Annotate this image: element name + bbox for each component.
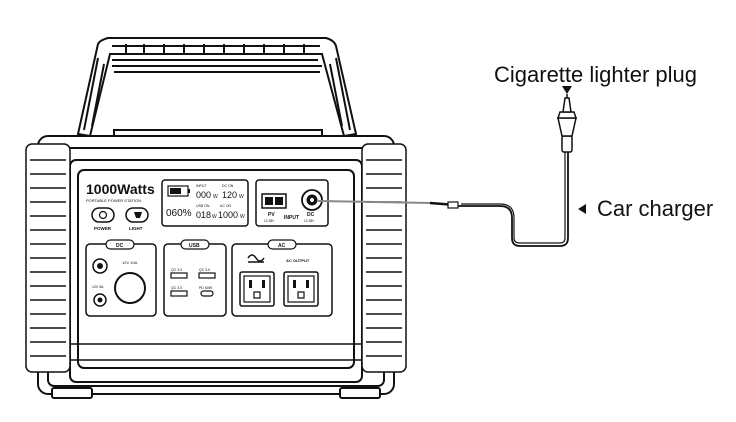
usb-qc2-label: QC 3.0	[199, 268, 210, 272]
usb-on-label: USB ON	[196, 204, 210, 208]
usb-c-port[interactable]	[200, 290, 214, 297]
brand-subtitle: PORTABLE POWER STATION	[86, 198, 141, 203]
dc-section: DC 12V 5A 12V 10A	[85, 239, 157, 317]
pv-label: PV	[268, 212, 275, 218]
car-charger-label: Car charger	[597, 196, 714, 221]
pv-sub: 12-28V	[264, 219, 275, 223]
usb-a-port-1[interactable]	[170, 272, 188, 279]
light-button[interactable]	[125, 207, 149, 223]
usb-section: USB QC 3.0 QC 3.0 QC 3.0 PD 60W	[163, 239, 227, 317]
left-ribs	[25, 143, 71, 373]
light-label: LIGHT	[129, 226, 143, 231]
bulb-icon	[134, 212, 142, 218]
dc-on-label: DC ON	[222, 184, 234, 188]
dc-small-port-label: 12V 5A	[92, 285, 104, 289]
usb-section-label: USB	[189, 243, 200, 249]
usb-on-value: 018	[196, 210, 211, 220]
input-value: 000	[196, 190, 211, 200]
cigarette-lighter-plug	[556, 94, 578, 153]
usb-qc3-label: QC 3.0	[171, 286, 182, 290]
charger-pointer-arrow	[578, 204, 586, 214]
ac-output-label: AC OUTPUT	[286, 258, 310, 263]
feet	[51, 387, 381, 399]
input-unit: W	[213, 194, 218, 200]
ac-section-label: AC	[278, 243, 286, 249]
dc-input-label: DC	[307, 212, 315, 218]
dc-on-value: 120	[222, 190, 237, 200]
ac-outlet-2[interactable]	[283, 271, 319, 307]
dc-5521-port-bottom[interactable]	[93, 293, 107, 307]
power-label: POWER	[94, 226, 112, 231]
ac-outlet-1[interactable]	[239, 271, 275, 307]
power-icon	[98, 210, 108, 220]
usb-pd-label: PD 60W	[199, 286, 213, 290]
car-socket-port[interactable]	[114, 272, 146, 304]
plug-pointer-arrow	[562, 86, 572, 94]
ac-on-unit: W	[240, 214, 245, 220]
ac-on-label: AC ON	[220, 204, 232, 208]
battery-percent: 060%	[166, 208, 192, 219]
ac-on-value: 1000	[218, 210, 238, 220]
dc-section-label: DC	[116, 243, 124, 249]
lcd-display: 060% INPUT 000 W DC ON 120 W USB ON 018 …	[161, 179, 249, 227]
power-button[interactable]	[91, 207, 115, 223]
usb-qc1-label: QC 3.0	[171, 268, 182, 272]
pv-input-port[interactable]	[261, 193, 287, 209]
input-panel-label: INPUT	[284, 215, 299, 221]
usb-a-port-2[interactable]	[198, 272, 216, 279]
right-ribs	[361, 143, 407, 373]
input-label: INPUT	[196, 184, 207, 188]
usb-a-port-3[interactable]	[170, 290, 188, 297]
car-port-label: 12V 10A	[122, 260, 138, 265]
ac-section: AC AC OUTPUT	[231, 239, 333, 317]
dc-input-port[interactable]	[301, 189, 323, 211]
body-bottom-detail	[70, 343, 362, 361]
brand-logo: 1000Watts	[86, 181, 155, 197]
usb-on-unit: W	[212, 214, 217, 220]
car-charger-cable	[317, 150, 569, 247]
input-panel: PV 12-28V INPUT DC 12-28V	[255, 179, 329, 227]
cigarette-lighter-plug-label: Cigarette lighter plug	[494, 62, 698, 87]
ac-wave-icon	[247, 254, 265, 262]
dc-on-unit: W	[239, 194, 244, 200]
dc-input-sub: 12-28V	[304, 219, 315, 223]
dc-5521-port-top[interactable]	[92, 258, 108, 274]
